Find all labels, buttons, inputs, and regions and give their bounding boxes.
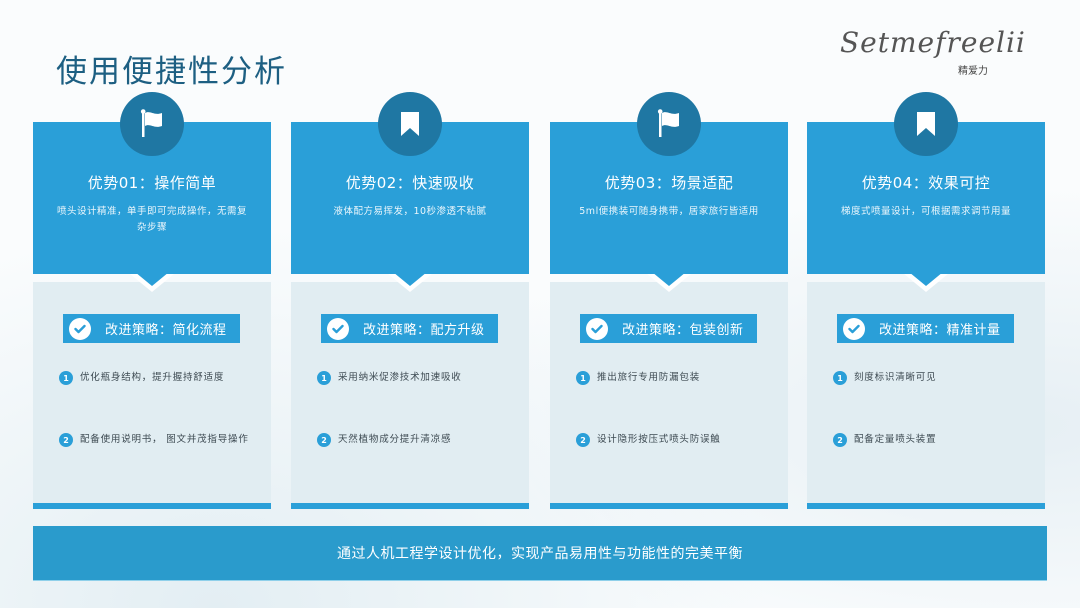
number-badge: 2: [59, 433, 73, 447]
card-bottom-stripe: [550, 503, 788, 509]
check-circle-icon: [843, 317, 865, 340]
number-badge: 2: [576, 433, 590, 447]
brand-chinese-name: 精爱力: [958, 66, 988, 77]
summary-footer-bar: 通过人机工程学设计优化，实现产品易用性与功能性的完美平衡: [33, 526, 1047, 581]
summary-text: 通过人机工程学设计优化，实现产品易用性与功能性的完美平衡: [337, 546, 743, 562]
advantage-card-2: 优势02：快速吸收 液体配方易挥发，10秒渗透不粘腻 改进策略：配方升级 1 采…: [291, 92, 529, 510]
check-circle-icon: [586, 317, 608, 340]
check-circle-icon: [327, 317, 349, 340]
bookmark-icon: [378, 92, 442, 156]
strategy-point: 2 配备定量喷头装置: [833, 432, 1023, 447]
flag-icon: [637, 92, 701, 156]
check-circle-icon: [69, 317, 91, 340]
number-badge: 2: [317, 433, 331, 447]
advantage-card-1: 优势01：操作简单 喷头设计精准，单手即可完成操作，无需复杂步骤 改进策略：简化…: [33, 92, 271, 510]
card-notch: [393, 272, 427, 286]
point-text: 配备定量喷头装置: [854, 434, 937, 445]
strategy-point: 1 优化瓶身结构，提升握持舒适度: [59, 370, 249, 385]
strategy-banner: 改进策略：简化流程: [63, 314, 240, 343]
card-title: 优势03：场景适配: [604, 174, 734, 192]
strategy-label: 改进策略：配方升级: [363, 323, 485, 338]
card-description: 液体配方易挥发，10秒渗透不粘腻: [333, 206, 487, 217]
strategy-banner: 改进策略：包装创新: [580, 314, 757, 343]
bookmark-icon: [894, 92, 958, 156]
card-description: 梯度式喷量设计，可根据需求调节用量: [840, 206, 1011, 217]
page-title: 使用便捷性分析: [56, 54, 287, 90]
card-title: 优势02：快速吸收: [345, 174, 475, 192]
strategy-label: 改进策略：简化流程: [105, 323, 227, 338]
card-bottom-stripe: [291, 503, 529, 509]
advantage-card-3: 优势03：场景适配 5ml便携装可随身携带，居家旅行皆适用 改进策略：包装创新 …: [550, 92, 788, 510]
point-text: 推出旅行专用防漏包装: [597, 372, 701, 383]
card-description: 喷头设计精准，单手即可完成操作，无需复杂步骤: [57, 206, 248, 233]
point-text: 设计隐形按压式喷头防误触: [597, 434, 721, 445]
card-notch: [909, 272, 943, 286]
strategy-point: 1 采用纳米促渗技术加速吸收: [317, 370, 507, 385]
strategy-point: 2 配备使用说明书， 图文并茂指导操作: [59, 432, 249, 447]
strategy-point: 2 设计隐形按压式喷头防误触: [576, 432, 766, 447]
strategy-banner: 改进策略：配方升级: [321, 314, 498, 343]
card-description: 5ml便携装可随身携带，居家旅行皆适用: [579, 206, 759, 217]
point-text: 天然植物成分提升清凉感: [338, 434, 452, 445]
strategy-banner: 改进策略：精准计量: [837, 314, 1014, 343]
number-badge: 1: [576, 371, 590, 385]
card-notch: [135, 272, 169, 286]
advantage-card-4: 优势04：效果可控 梯度式喷量设计，可根据需求调节用量 改进策略：精准计量 1 …: [807, 92, 1045, 510]
strategy-point: 2 天然植物成分提升清凉感: [317, 432, 507, 447]
strategy-label: 改进策略：精准计量: [879, 323, 1001, 338]
flag-icon: [120, 92, 184, 156]
card-title: 优势04：效果可控: [861, 174, 991, 192]
brand-logo: Setmefreelii 精爱力: [840, 26, 1040, 78]
point-text: 采用纳米促渗技术加速吸收: [338, 372, 462, 383]
number-badge: 1: [317, 371, 331, 385]
card-notch: [652, 272, 686, 286]
point-text: 优化瓶身结构，提升握持舒适度: [80, 372, 225, 383]
strategy-point: 1 推出旅行专用防漏包装: [576, 370, 766, 385]
brand-script-name: Setmefreelii: [840, 26, 1026, 59]
card-bottom-stripe: [807, 503, 1045, 509]
point-text: 刻度标识清晰可见: [854, 372, 937, 383]
strategy-point: 1 刻度标识清晰可见: [833, 370, 1023, 385]
card-bottom-stripe: [33, 503, 271, 509]
point-text: 配备使用说明书， 图文并茂指导操作: [80, 434, 249, 445]
strategy-label: 改进策略：包装创新: [622, 323, 744, 338]
number-badge: 1: [59, 371, 73, 385]
number-badge: 1: [833, 371, 847, 385]
number-badge: 2: [833, 433, 847, 447]
card-title: 优势01：操作简单: [87, 174, 217, 192]
